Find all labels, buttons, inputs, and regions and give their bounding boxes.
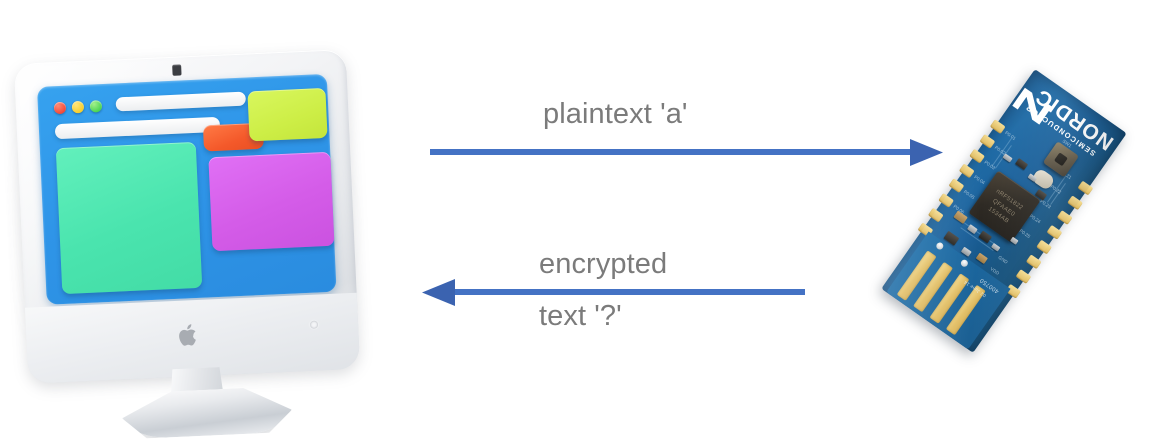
toolbar-bar-top	[115, 91, 247, 112]
chip-label-line2: QFAAE0	[991, 198, 1016, 219]
tile-magenta	[208, 151, 335, 252]
arrow-plaintext-label: plaintext 'a'	[543, 98, 688, 130]
computer-stand-foot	[121, 386, 293, 440]
toolbar-bar-second	[54, 116, 221, 140]
dongle-brand-name: NORDIC	[1030, 84, 1118, 155]
maximize-dot[interactable]	[89, 100, 103, 113]
close-dot[interactable]	[53, 101, 67, 115]
chip-label: nRF51822	[994, 188, 1024, 212]
arrow-encrypted-label-line1: encrypted	[539, 248, 668, 280]
usb-connector: 400750 02 June 14	[886, 231, 1011, 350]
dongle-crystal	[1030, 167, 1056, 192]
nordic-nrf-usb-dongle: NORDIC SEMICONDUCTOR	[860, 55, 1170, 360]
chip-label-line3: 1534AB	[986, 206, 1010, 225]
apple-logo-icon	[179, 324, 196, 346]
dongle-push-button[interactable]	[1042, 141, 1080, 178]
computer-screen	[36, 73, 337, 305]
nrf-mcu-chip: nRF51822 QFAAE0 1534AB	[968, 170, 1041, 243]
nordic-n-logo-icon	[1012, 87, 1052, 125]
dongle-date-code: 02 June 14	[962, 279, 987, 299]
minimize-dot[interactable]	[71, 100, 85, 114]
tile-teal	[55, 141, 203, 295]
arrow-encrypted-label-line2: text '?'	[539, 300, 622, 332]
dongle-pcb: NORDIC SEMICONDUCTOR	[881, 69, 1127, 353]
mac-computer	[7, 30, 384, 436]
dongle-brand-area: NORDIC SEMICONDUCTOR	[999, 69, 1126, 184]
webcam-icon	[172, 64, 182, 76]
dongle-brand-sub: SEMICONDUCTOR	[1023, 102, 1098, 159]
tile-lime	[247, 87, 328, 142]
dongle-part-number: 400750	[979, 276, 1001, 294]
